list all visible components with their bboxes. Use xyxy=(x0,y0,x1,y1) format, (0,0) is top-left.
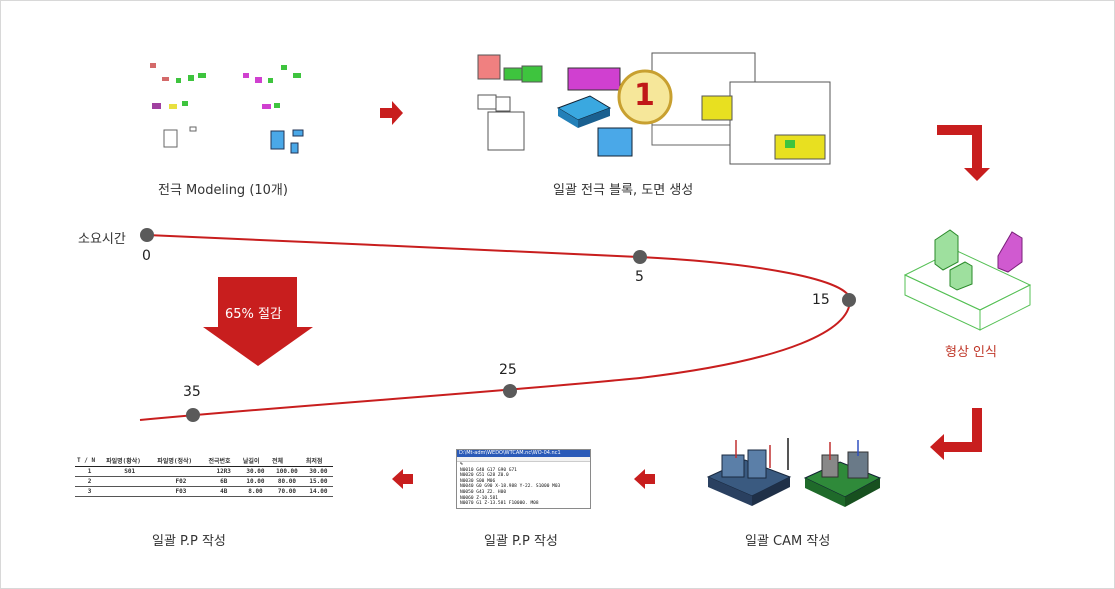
nc-line: N0020 G51 G28 Z0.0 xyxy=(460,473,509,479)
pp-cell: 14.00 xyxy=(309,488,328,495)
shape-recognition-thumbnail xyxy=(903,229,1032,331)
pp-cell: 70.00 xyxy=(277,488,296,495)
time-node-25 xyxy=(503,384,517,398)
time-label-15: 15 xyxy=(812,292,830,308)
nc-program-window: D:\Mt-adm\WEDO\WTCAM.nc\WO-04.nc1 % N001… xyxy=(456,449,591,509)
time-node-15 xyxy=(842,293,856,307)
table-row: 1 S01 12R3 30.00 100.00 30.00 xyxy=(75,467,333,477)
arrow-left-icon xyxy=(634,469,655,489)
pp-table: T / N 파일명(황삭) 파일명(정삭) 전극번호 날길이 전체 최저점 1 … xyxy=(75,455,333,497)
pp-cell: 80.00 xyxy=(277,478,296,485)
arrow-right-icon xyxy=(380,101,403,125)
pp-cell: 10.00 xyxy=(246,478,265,485)
pp-cell: 100.00 xyxy=(276,468,298,475)
pp-header-cell: 파일명(황삭) xyxy=(106,458,141,465)
pp-cell: 8.00 xyxy=(248,488,263,495)
table-row: 2 F02 6B 10.00 80.00 15.00 xyxy=(75,477,333,487)
pp-cell: 6B xyxy=(220,478,228,485)
nc-code: % N0010 G40 G17 G90 G71 N0020 G51 G28 Z0… xyxy=(457,462,590,507)
pp-table-header-row: T / N 파일명(황삭) 파일명(정삭) 전극번호 날길이 전체 최저점 xyxy=(75,455,333,467)
pp-cell xyxy=(104,477,155,487)
arrow-bend-down-icon xyxy=(937,125,990,181)
pp-header-cell: 파일명(정삭) xyxy=(157,458,193,465)
reduction-arrow-icon xyxy=(203,277,313,366)
pp-cell xyxy=(155,467,206,477)
nc-line: N0050 G43 Z2. H00 xyxy=(460,489,507,495)
reduction-label: 65% 절감 xyxy=(225,307,282,322)
pp-header-cell: 전체 xyxy=(272,458,284,465)
badge-number: 1 xyxy=(634,78,655,113)
arrow-left-icon xyxy=(392,469,413,489)
nc-line: N0070 G1 Z-13.581 F10000. M08 xyxy=(460,501,539,507)
nc-line: N0030 S00 M06 xyxy=(460,478,496,484)
pp-header-cell: T / N xyxy=(77,457,96,464)
pp-cell: F02 xyxy=(175,478,187,485)
pp-header-cell: 최저점 xyxy=(305,458,323,465)
pp-cell: 12R3 xyxy=(216,468,231,475)
pp-cell: 30.00 xyxy=(309,468,328,475)
nc-line: N0040 G0 G90 X-18.988 Y-22. S1000 M03 xyxy=(460,484,561,490)
pp-cell: 3 xyxy=(87,488,92,495)
pp-cell: 4B xyxy=(220,488,228,495)
pp-cell: 2 xyxy=(87,478,92,485)
step-label-block-drawing: 일괄 전극 블록, 도면 생성 xyxy=(553,183,694,198)
timeline-title: 소요시간 xyxy=(78,232,126,247)
modeling-thumbnail xyxy=(150,63,304,154)
nc-line: N0060 Z-10.581 xyxy=(460,495,498,501)
nc-window-title: D:\Mt-adm\WEDO\WTCAM.nc\WO-04.nc1 xyxy=(457,450,590,457)
arrow-bend-left-icon xyxy=(930,408,982,460)
step-label-shape-recognition: 형상 인식 xyxy=(945,345,997,360)
time-label-35: 35 xyxy=(183,384,201,400)
time-node-35 xyxy=(186,408,200,422)
pp-cell: S01 xyxy=(124,468,136,475)
cam-thumbnail xyxy=(706,438,882,507)
step-label-modeling: 전극 Modeling (10개) xyxy=(158,183,288,198)
time-node-5 xyxy=(633,250,647,264)
pp-header-cell: 날길이 xyxy=(242,458,260,465)
nc-line: % xyxy=(460,462,463,467)
pp-cell: 30.00 xyxy=(246,468,265,475)
time-label-25: 25 xyxy=(499,362,517,378)
table-row: 3 F03 4B 8.00 70.00 14.00 xyxy=(75,487,333,497)
time-label-0: 0 xyxy=(142,248,151,264)
step-label-pp-table: 일괄 P.P 작성 xyxy=(152,534,226,549)
step-label-cam: 일괄 CAM 작성 xyxy=(745,534,831,549)
nc-line: N0010 G40 G17 G90 G71 xyxy=(460,467,517,473)
time-node-0 xyxy=(140,228,154,242)
time-label-5: 5 xyxy=(635,269,644,285)
pp-cell: F03 xyxy=(175,488,187,495)
pp-cell xyxy=(104,487,155,497)
pp-header-cell: 전극번호 xyxy=(208,458,231,465)
pp-cell: 15.00 xyxy=(309,478,328,485)
pp-cell: 1 xyxy=(87,468,92,475)
block-drawing-thumbnail xyxy=(477,52,831,165)
step-label-pp-program: 일괄 P.P 작성 xyxy=(484,534,558,549)
nc-window-ruler xyxy=(457,457,590,462)
